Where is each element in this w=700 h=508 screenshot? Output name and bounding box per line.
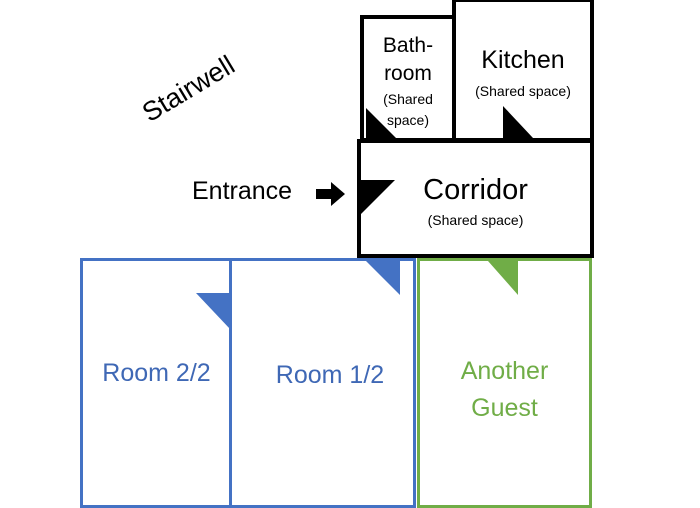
another-guest-door <box>488 261 518 295</box>
arrow-right-icon <box>316 182 345 206</box>
bathroom-title-1: Bath- <box>382 34 434 57</box>
another-guest-title-1: Another <box>460 357 549 385</box>
bathroom-subtitle-2: space) <box>386 112 430 128</box>
room-1-2: Room 1/2 <box>229 258 416 508</box>
room-1-2-door <box>366 261 400 295</box>
room-1-2-title: Room 1/2 <box>275 361 385 389</box>
kitchen-subtitle: (Shared space) <box>475 83 571 99</box>
kitchen-title: Kitchen <box>481 46 565 74</box>
kitchen-door <box>503 106 533 138</box>
corridor-entrance-door <box>361 180 395 214</box>
entrance-label: Entrance <box>192 177 293 205</box>
kitchen: Kitchen (Shared space) <box>452 0 594 142</box>
another-guest-room: Another Guest <box>417 258 592 508</box>
another-guest-title-2: Guest <box>471 394 538 422</box>
room-2-2-title: Room 2/2 <box>102 359 211 387</box>
room-2-2: Room 2/2 <box>80 258 233 508</box>
bathroom-title-2: room <box>384 62 432 85</box>
corridor-subtitle: (Shared space) <box>427 212 524 228</box>
corridor-title: Corridor <box>423 174 528 206</box>
corridor: Corridor (Shared space) <box>357 139 594 258</box>
stairwell-label: Stairwell <box>137 49 240 128</box>
room-2-2-door <box>196 293 230 329</box>
bathroom: Bath- room (Shared space) <box>360 15 456 142</box>
bathroom-subtitle-1: (Shared <box>383 91 433 107</box>
bathroom-door <box>366 108 396 138</box>
